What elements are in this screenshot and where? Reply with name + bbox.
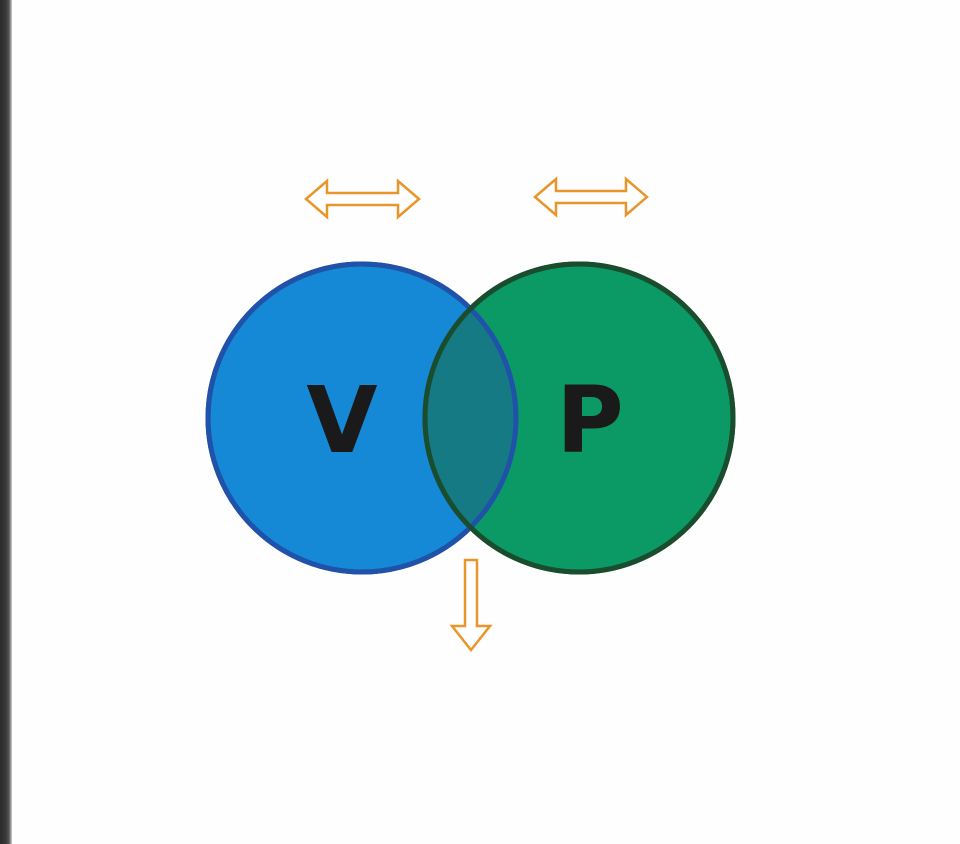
left-circle-outline — [205, 261, 519, 575]
left-circle-label: V — [306, 367, 377, 474]
right-circle-outline — [422, 261, 736, 575]
right-circle-label: P — [556, 367, 623, 474]
scan-edge — [0, 0, 12, 844]
down-arrow-icon — [449, 558, 493, 653]
double-headed-arrow-icon — [533, 176, 649, 218]
double-headed-arrow-icon — [304, 178, 421, 220]
